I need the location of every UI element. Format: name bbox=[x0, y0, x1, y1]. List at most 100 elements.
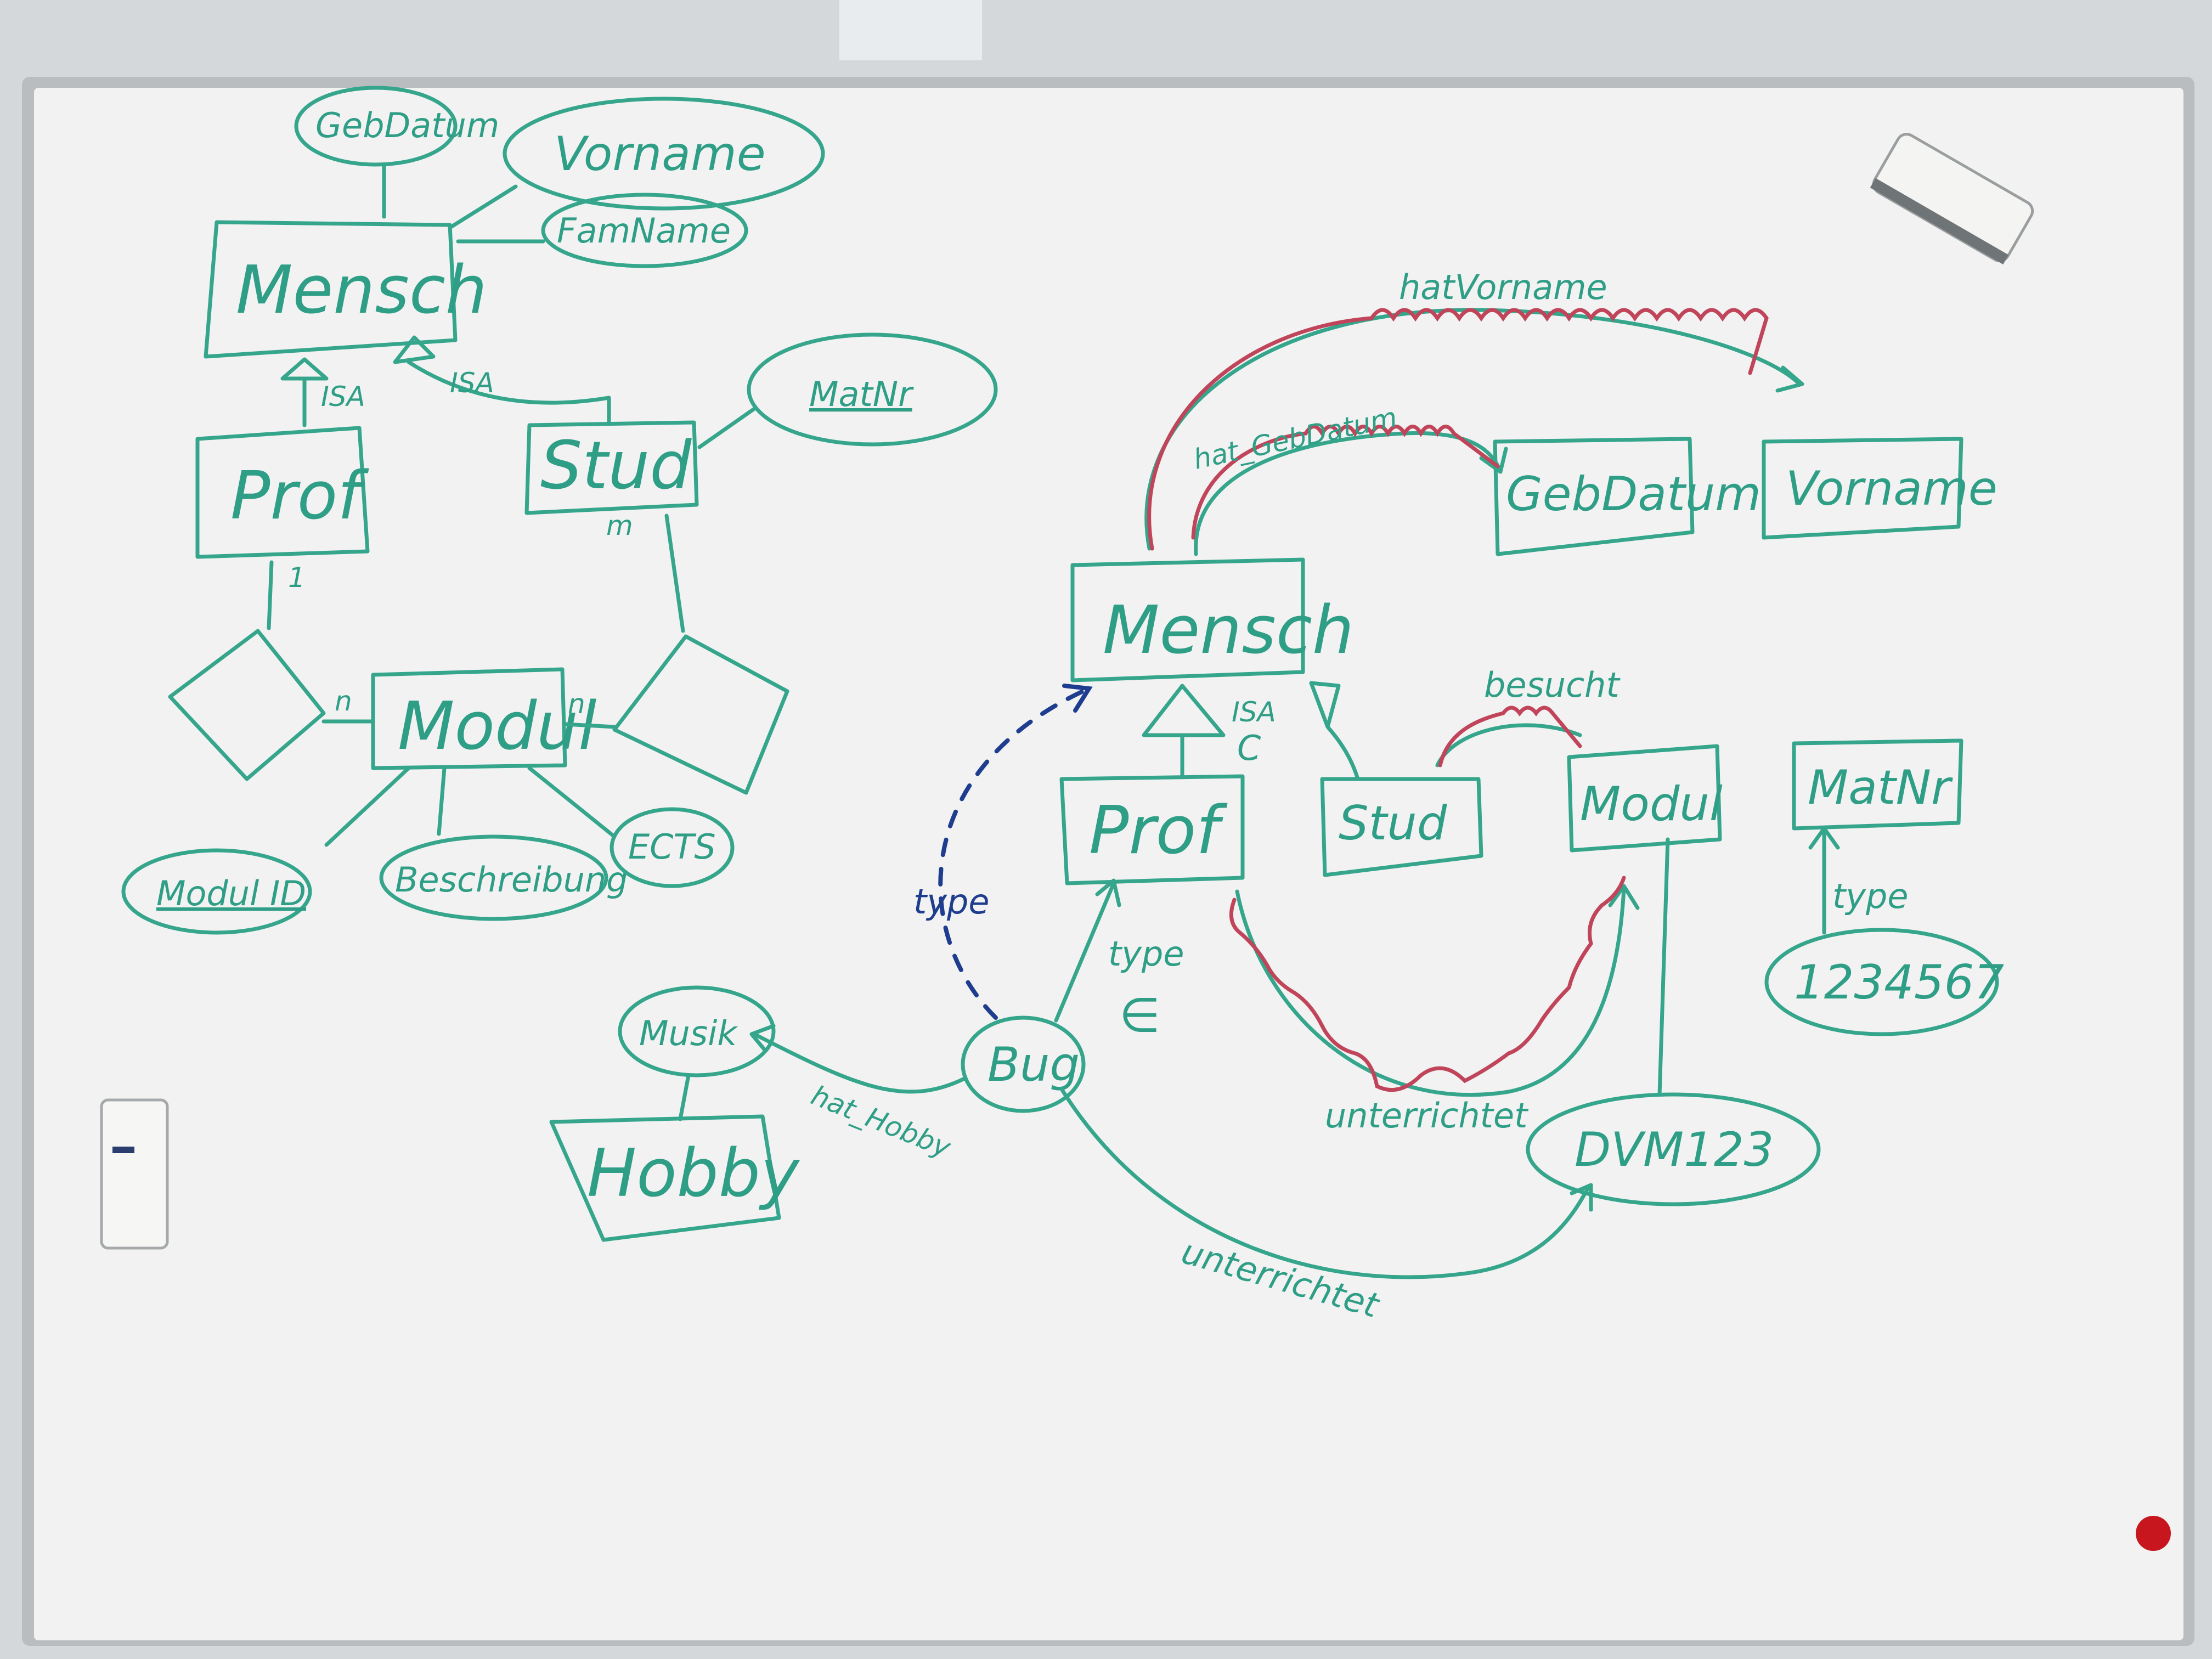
rdf-modul-box bbox=[1567, 744, 1722, 853]
er-modul-card-right: n bbox=[568, 688, 585, 720]
rdf-dvm-ellipse bbox=[1526, 1092, 1821, 1206]
rdf-hobby-box bbox=[549, 1114, 781, 1242]
rdf-unterrichtet-lower-arrowhead bbox=[1570, 1183, 1593, 1212]
rdf-type-prof-edge bbox=[1054, 878, 1121, 1023]
rdf-bug-ellipse bbox=[961, 1015, 1086, 1113]
er-vorname-line bbox=[448, 184, 518, 230]
er-stud-label: Stud bbox=[540, 428, 692, 504]
er-gebdatum-label: GebDatum bbox=[315, 105, 499, 145]
er-diamond-right bbox=[612, 634, 789, 795]
rdf-unterrichtet-lower-edge bbox=[1059, 1087, 1590, 1279]
rdf-number-label: 1234567 bbox=[1794, 955, 2004, 1010]
er-prof-card: 1 bbox=[288, 562, 306, 594]
rdf-type-prof-label: type bbox=[1108, 934, 1184, 974]
er-ects-line bbox=[527, 766, 617, 839]
rdf-stud-isa-arrow bbox=[1309, 681, 1360, 781]
rdf-gebdatum-label: GebDatum bbox=[1506, 467, 1761, 522]
rdf-stud-label: Stud bbox=[1339, 796, 1447, 851]
er-isa-arrow-right bbox=[393, 335, 611, 425]
er-vorname-label: Vorname bbox=[554, 127, 766, 182]
rdf-isa-arrow bbox=[1142, 684, 1226, 778]
er-isa-right-label: ISA bbox=[450, 367, 494, 399]
rdf-bug-label: Bug bbox=[988, 1037, 1080, 1092]
rdf-mensch-box bbox=[1070, 557, 1305, 682]
rdf-number-ellipse bbox=[1764, 928, 1999, 1036]
er-modulid-label: Modul ID bbox=[156, 873, 306, 913]
rdf-hatvorname-strike bbox=[1147, 308, 1769, 551]
rdf-mensch-label: Mensch bbox=[1103, 592, 1354, 669]
rdf-besucht-strike bbox=[1438, 706, 1582, 768]
rdf-vorname-box bbox=[1762, 437, 1963, 540]
marker-holder-icon bbox=[100, 1098, 169, 1250]
rdf-dvm-label: DVM123 bbox=[1575, 1122, 1774, 1177]
rdf-stud-box bbox=[1320, 777, 1483, 877]
rdf-hatgebdatum-arrowhead bbox=[1479, 447, 1508, 474]
er-modulid-line bbox=[324, 766, 411, 847]
board-surface bbox=[34, 88, 2183, 1640]
er-beschreibung-label: Beschreibung bbox=[395, 860, 628, 900]
rdf-type-blue-label: type bbox=[913, 882, 990, 922]
rdf-type-blue-arrowhead bbox=[1062, 684, 1093, 713]
er-beschreibung-ellipse bbox=[379, 834, 608, 921]
rdf-dvm-type-line bbox=[1657, 837, 1670, 1097]
rdf-unterrichtet-upper-label: unterrichtet bbox=[1325, 1096, 1529, 1136]
er-prof-label: Prof bbox=[230, 458, 369, 534]
rdf-matnr-type-edge bbox=[1808, 826, 1840, 935]
er-modulid-ellipse bbox=[121, 848, 312, 935]
er-modul-box bbox=[371, 667, 567, 770]
rdf-modul-label: Modul bbox=[1580, 777, 1723, 832]
er-stud-card: m bbox=[606, 510, 633, 541]
rdf-hobby-label: Hobby bbox=[587, 1136, 800, 1212]
rdf-gebdatum-box bbox=[1493, 437, 1695, 556]
rdf-hathobby-edge bbox=[749, 1024, 968, 1094]
rdf-prof-label: Prof bbox=[1089, 793, 1228, 869]
rdf-type-blue-edge bbox=[938, 686, 1091, 1020]
rdf-matnr-type-label: type bbox=[1832, 876, 1909, 916]
er-stud-box bbox=[524, 420, 699, 515]
er-modul-card-left: n bbox=[335, 685, 352, 717]
er-gebdatum-ellipse bbox=[294, 86, 458, 167]
er-modul-link-right bbox=[563, 722, 617, 729]
rdf-hatgebdatum-edge bbox=[1194, 431, 1503, 556]
er-mensch-box bbox=[204, 220, 458, 359]
rdf-musik-type-line bbox=[678, 1073, 691, 1121]
rdf-hatgebdatum-strike bbox=[1191, 425, 1500, 540]
window-reflection bbox=[839, 0, 982, 60]
er-ects-ellipse bbox=[610, 807, 735, 888]
rdf-vorname-label: Vorname bbox=[1786, 461, 1997, 516]
er-modul-label: Modul bbox=[398, 689, 597, 765]
eraser-icon bbox=[1870, 133, 2034, 264]
rdf-prof-box bbox=[1059, 774, 1245, 885]
rdf-unterrichtet-upper-edge bbox=[1235, 887, 1626, 1097]
rdf-besucht-label: besucht bbox=[1484, 665, 1621, 705]
rdf-isa-label: ISA bbox=[1232, 696, 1276, 728]
er-isa-arrow-left bbox=[280, 357, 329, 427]
er-matnr-label: MatNr bbox=[809, 374, 914, 414]
rdf-musik-label: Musik bbox=[639, 1013, 738, 1053]
er-vorname-ellipse bbox=[503, 97, 825, 211]
er-famname-label: FamName bbox=[557, 211, 731, 251]
er-matnr-line bbox=[697, 407, 757, 449]
er-isa-left-label: ISA bbox=[321, 381, 365, 413]
rdf-unterrichtet-upper-strike bbox=[1229, 876, 1626, 1092]
rdf-matnr-box bbox=[1792, 738, 1963, 831]
rdf-unterrichtet-upper-arrowhead bbox=[1608, 884, 1640, 910]
er-stud-link bbox=[664, 514, 685, 633]
er-mensch-label: Mensch bbox=[236, 252, 487, 329]
er-famname-ellipse bbox=[541, 193, 748, 268]
magnet-icon bbox=[2136, 1516, 2171, 1551]
rdf-hatvorname-label: hatVorname bbox=[1399, 267, 1607, 307]
rdf-hatvorname-arrowhead bbox=[1775, 365, 1804, 393]
er-matnr-ellipse bbox=[747, 332, 998, 447]
er-prof-link bbox=[267, 560, 274, 630]
er-diagram: Mensch GebDatum Vorname FamName ISA ISA … bbox=[121, 86, 998, 935]
rdf-element-label: ∈ bbox=[1119, 988, 1160, 1043]
er-ects-label: ECTS bbox=[628, 827, 716, 867]
er-diamond-left bbox=[168, 629, 326, 781]
er-beschreibung-line bbox=[437, 766, 447, 836]
rdf-musik-ellipse bbox=[618, 985, 776, 1077]
rdf-matnr-label: MatNr bbox=[1808, 760, 1953, 815]
rdf-subset-label: C bbox=[1237, 728, 1261, 768]
er-prof-box bbox=[195, 426, 370, 559]
